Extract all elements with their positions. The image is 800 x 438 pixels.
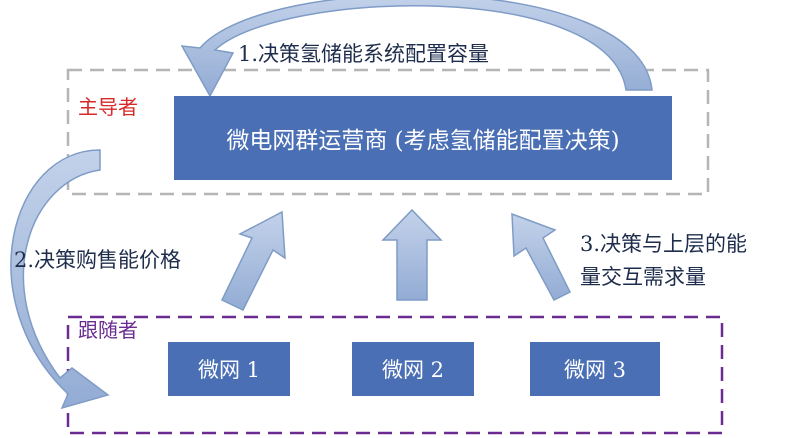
- leader-group-label: 主导者: [78, 95, 138, 119]
- microgrid-2-label: 微网 2: [381, 358, 445, 382]
- microgrid-2-box: 微网 2: [352, 342, 474, 396]
- step3-label-line1: 3.决策与上层的能: [580, 232, 748, 256]
- leader-operator-label: 微电网群运营商 (考虑氢储能配置决策): [226, 128, 620, 154]
- microgrid-3-box: 微网 3: [530, 342, 660, 396]
- step3-label-line2: 量交互需求量: [580, 265, 706, 289]
- up-arrow-1: [220, 210, 286, 311]
- microgrid-3-label: 微网 3: [563, 358, 627, 382]
- step2-curved-arrow: [10, 149, 110, 410]
- leader-operator-box: 微电网群运营商 (考虑氢储能配置决策): [174, 96, 672, 180]
- up-arrow-3: [511, 212, 572, 301]
- step1-curved-arrow: [180, 0, 653, 98]
- step1-label: 1.决策氢储能系统配置容量: [238, 42, 490, 66]
- microgrid-1-label: 微网 1: [197, 358, 261, 382]
- up-arrow-2: [381, 208, 443, 301]
- microgrid-1-box: 微网 1: [168, 342, 290, 396]
- step2-label: 2.决策购售能价格: [14, 248, 182, 272]
- follower-group-label: 跟随者: [78, 318, 138, 342]
- leader-group-border: [66, 68, 710, 196]
